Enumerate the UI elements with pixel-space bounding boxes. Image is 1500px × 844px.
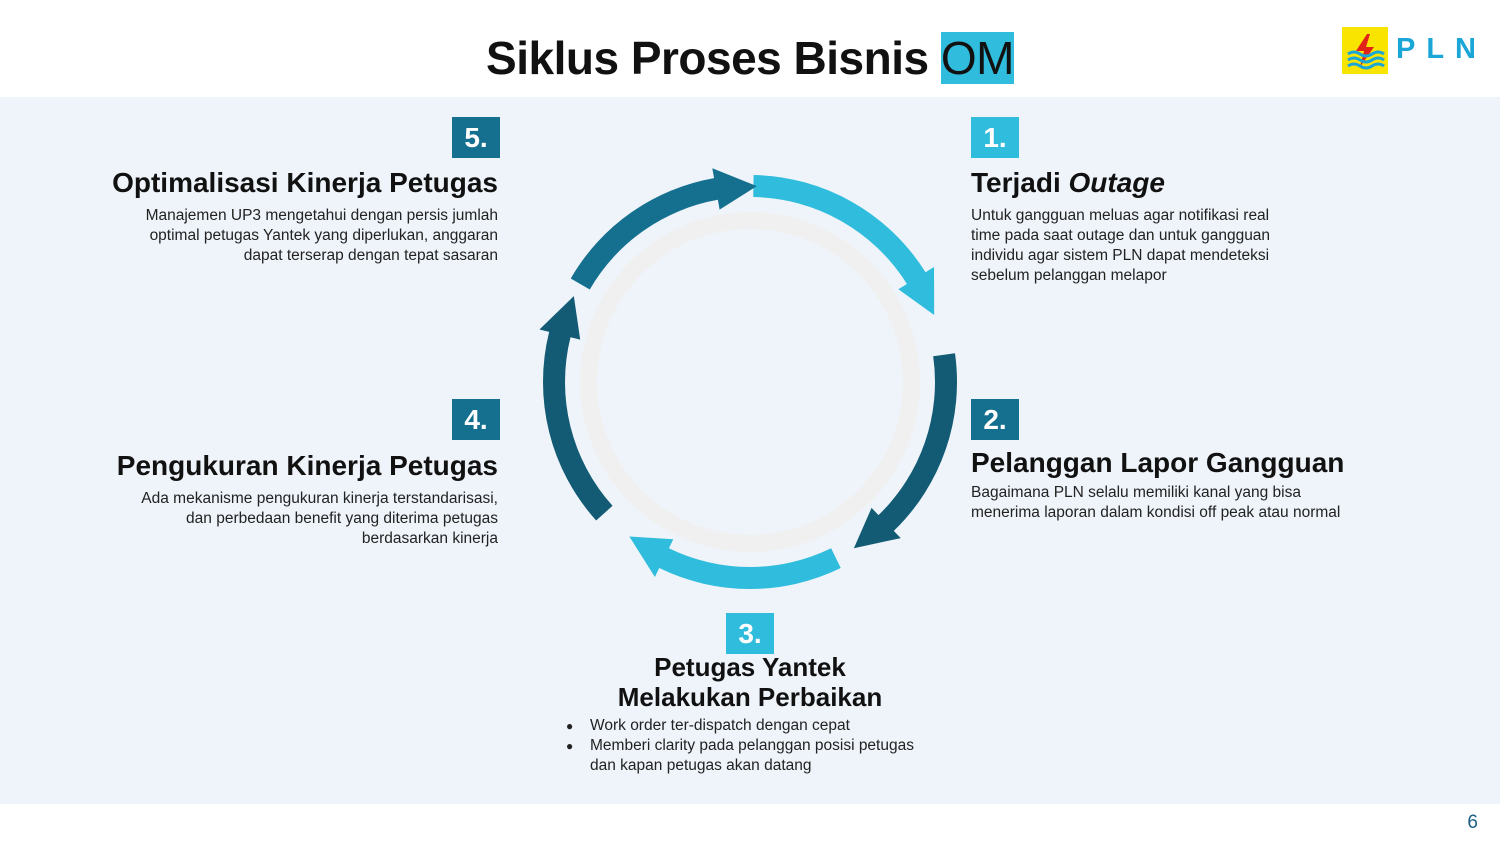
step-2-description: Bagaimana PLN selalu memiliki kanal yang… bbox=[971, 483, 1411, 523]
step-5-desc-line: optimal petugas Yantek yang diperlukan, … bbox=[149, 227, 498, 244]
cycle-arrow-step-5 bbox=[570, 168, 757, 290]
step-1-description: Untuk gangguan meluas agar notifikasi re… bbox=[971, 206, 1391, 286]
step-4-desc-line: Ada mekanisme pengukuran kinerja terstan… bbox=[141, 490, 498, 507]
slide-title: Siklus Proses Bisnis OM bbox=[0, 28, 1500, 88]
logo-text: PLN bbox=[1396, 33, 1487, 65]
step-2-desc-line: Bagaimana PLN selalu memiliki kanal yang… bbox=[971, 484, 1301, 501]
step-2-desc-line: menerima laporan dalam kondisi off peak … bbox=[971, 504, 1341, 521]
cycle-arrow-step-1 bbox=[753, 175, 935, 315]
step-3-title-line: Melakukan Perbaikan bbox=[617, 682, 883, 712]
step-2-title: Pelanggan Lapor Gangguan bbox=[971, 447, 1345, 478]
lightning-bolt-icon bbox=[1342, 27, 1388, 74]
step-3-bullet: Work order ter-dispatch dengan cepat bbox=[566, 716, 926, 736]
step-3-title: Petugas Yantek Melakukan Perbaikan bbox=[550, 652, 950, 712]
page-number: 6 bbox=[1467, 812, 1478, 833]
step-4-title: Pengukuran Kinerja Petugas bbox=[116, 450, 498, 481]
step-1-desc-line: time pada saat outage dan untuk gangguan bbox=[971, 227, 1271, 244]
step-3-bullet: Memberi clarity pada pelanggan posisi pe… bbox=[566, 736, 926, 776]
step-5-badge: 5. bbox=[452, 117, 500, 158]
step-5-desc-line: dapat terserap dengan tepat sasaran bbox=[243, 247, 498, 264]
step-5-desc-line: Manajemen UP3 mengetahui dengan persis j… bbox=[145, 207, 498, 224]
cycle-arrow-step-2 bbox=[853, 353, 957, 549]
step-3-title-line: Petugas Yantek bbox=[654, 652, 846, 682]
step-5-title: Optimalisasi Kinerja Petugas bbox=[112, 167, 498, 198]
step-1-title-italic: Outage bbox=[1068, 167, 1165, 198]
step-1-title: Terjadi Outage bbox=[971, 166, 1165, 200]
cycle-arrow-step-3 bbox=[629, 536, 841, 589]
step-4-badge: 4. bbox=[452, 399, 500, 440]
step-3-badge: 3. bbox=[726, 613, 774, 654]
title-light: OM bbox=[940, 32, 1014, 84]
cycle-center bbox=[597, 229, 903, 535]
step-4-description: Ada mekanisme pengukuran kinerja terstan… bbox=[60, 489, 498, 549]
step-3-bullet-list: Work order ter-dispatch dengan cepat Mem… bbox=[566, 716, 926, 776]
step-1-title-text: Terjadi bbox=[971, 167, 1061, 198]
step-1-desc-line: individu agar sistem PLN dapat mendeteks… bbox=[971, 247, 1270, 264]
pln-logo: PLN bbox=[1342, 27, 1482, 75]
step-5-description: Manajemen UP3 mengetahui dengan persis j… bbox=[60, 206, 498, 266]
step-4-desc-line: berdasarkan kinerja bbox=[361, 530, 498, 547]
title-bold: Siklus Proses Bisnis bbox=[486, 32, 929, 84]
step-1-badge: 1. bbox=[971, 117, 1019, 158]
step-1-desc-line: sebelum pelanggan melapor bbox=[971, 267, 1167, 284]
cycle-diagram bbox=[539, 168, 957, 589]
step-4-desc-line: dan perbedaan benefit yang diterima petu… bbox=[186, 510, 498, 527]
cycle-arrow-step-4 bbox=[539, 296, 613, 521]
step-1-desc-line: Untuk gangguan meluas agar notifikasi re… bbox=[971, 207, 1270, 224]
step-2-badge: 2. bbox=[971, 399, 1019, 440]
